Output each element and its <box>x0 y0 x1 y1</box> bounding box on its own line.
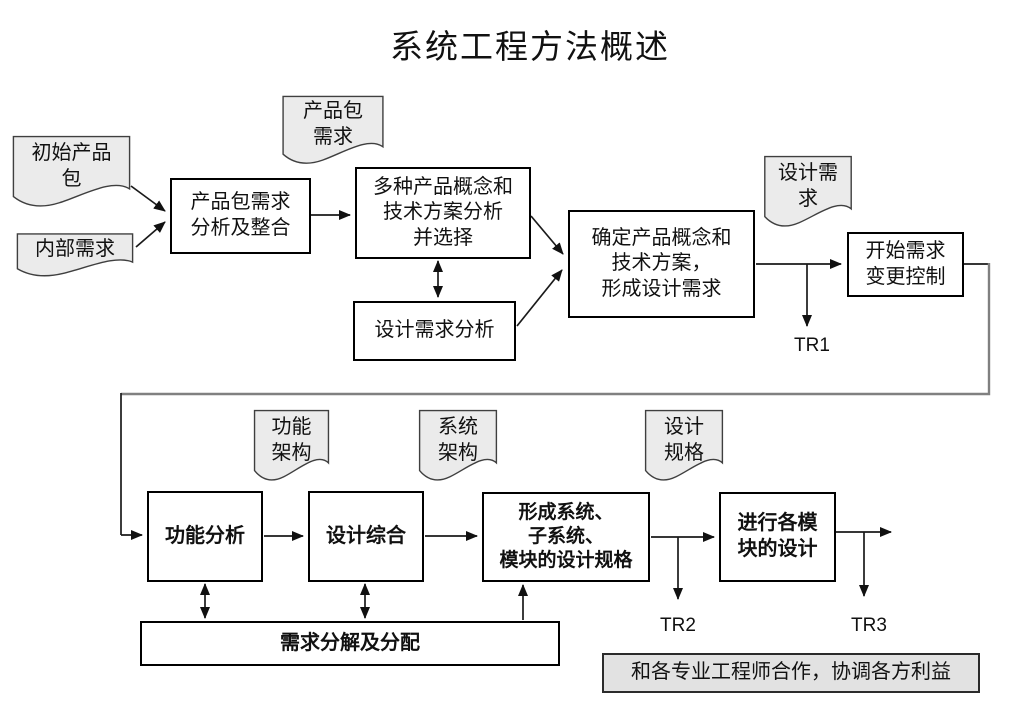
box-design-requirement-analysis: 设计需求分析 <box>353 301 516 361</box>
arrow-initial-to-analysis <box>130 185 166 212</box>
doc-internal-requirement: 内部需求 <box>15 233 135 280</box>
doc-product-package-requirement: 产品包 需求 <box>281 95 385 169</box>
doc-design-specification: 设计 规格 <box>644 409 724 486</box>
document-shape-icon <box>253 409 330 486</box>
label-tr2: TR2 <box>660 615 696 636</box>
doc-functional-architecture: 功能 架构 <box>253 409 330 486</box>
document-shape-icon <box>11 135 132 212</box>
box-design-synthesis: 设计综合 <box>308 491 424 582</box>
arrow-internal-to-analysis <box>135 221 166 248</box>
arrow-reqanalysis-to-confirm <box>516 269 563 327</box>
box-package-requirement-analysis: 产品包需求 分析及整合 <box>170 178 311 254</box>
box-multiple-concept-analysis: 多种产品概念和 技术方案分析 并选择 <box>355 167 531 259</box>
document-shape-icon <box>418 409 498 486</box>
page-title: 系统工程方法概述 <box>390 28 670 65</box>
label-tr1: TR1 <box>794 335 830 356</box>
box-cooperate-with-engineers: 和各专业工程师合作，协调各方利益 <box>602 653 980 693</box>
box-module-design: 进行各模 块的设计 <box>719 492 836 582</box>
document-shape-icon <box>644 409 724 486</box>
arrow-concept-to-confirm <box>530 215 564 255</box>
doc-system-architecture: 系统 架构 <box>418 409 498 486</box>
doc-design-requirement: 设计需 求 <box>763 155 853 232</box>
box-confirm-concept-scheme: 确定产品概念和 技术方案， 形成设计需求 <box>568 210 755 318</box>
label-tr3: TR3 <box>851 615 887 636</box>
document-shape-icon <box>15 233 135 280</box>
document-shape-icon <box>281 95 385 169</box>
document-shape-icon <box>763 155 853 232</box>
box-requirement-decomposition-allocation: 需求分解及分配 <box>140 621 560 666</box>
doc-initial-product-package: 初始产品 包 <box>11 135 132 212</box>
box-functional-analysis: 功能分析 <box>147 491 263 582</box>
box-start-requirement-change-control: 开始需求 变更控制 <box>847 232 964 297</box>
box-form-design-specifications: 形成系统、 子系统、 模块的设计规格 <box>482 492 650 582</box>
